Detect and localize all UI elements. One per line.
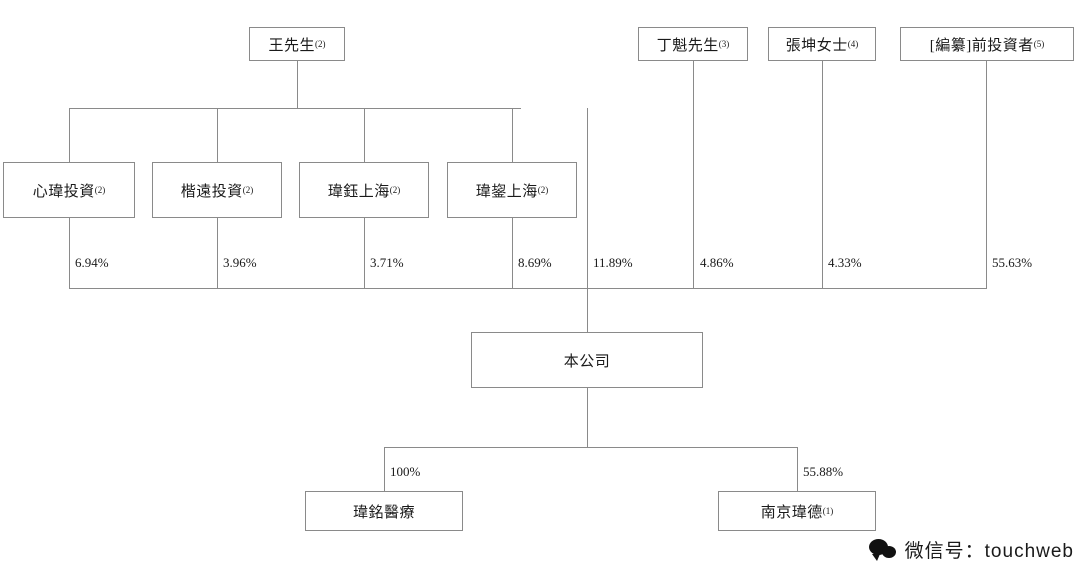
node-kaiyuan-label: 楷遠投資: [180, 183, 243, 200]
connector-bar-to-company: [587, 288, 588, 332]
node-dingkui-label: 丁魁先生: [656, 37, 719, 54]
node-wang-sup: (2): [315, 39, 326, 49]
connector-wang-to-xinwei: [69, 108, 70, 162]
stake-line-kaiyuan: [217, 218, 218, 288]
node-weiyu-sup: (2): [389, 185, 401, 195]
pct-xinwei: 6.94%: [75, 255, 109, 270]
pct-nanjing: 55.88%: [803, 464, 844, 479]
pct-weiming: 100%: [390, 464, 421, 479]
connector-to-weiming: [384, 447, 385, 491]
node-xinwei: 心瑋投資(2): [3, 162, 135, 218]
stake-line-wang: [587, 108, 588, 288]
connector-wang-to-kaiyuan: [217, 108, 218, 162]
connector-wang-down: [297, 61, 298, 108]
node-kaiyuan-sup: (2): [242, 185, 254, 195]
node-dingkui-sup: (3): [718, 39, 730, 49]
stake-line-weili: [512, 218, 513, 288]
node-zhangkun-sup: (4): [847, 39, 859, 49]
stake-line-zhangkun: [822, 61, 823, 288]
stake-line-weiyu: [364, 218, 365, 288]
node-xinwei-label: 心瑋投資: [32, 183, 95, 200]
node-weiming-label: 瑋銘醫療: [352, 504, 415, 521]
node-zhangkun: 張坤女士(4): [768, 27, 876, 61]
connector-wang-bar: [69, 108, 521, 109]
wechat-bubble-icon: [868, 537, 899, 563]
connector-to-nanjing: [797, 447, 798, 491]
node-company-label: 本公司: [563, 353, 611, 370]
node-wang-label: 王先生: [268, 37, 315, 54]
node-pre-investor: [編纂]前投資者(5): [900, 27, 1074, 61]
pct-weiyu: 3.71%: [370, 255, 404, 270]
node-xinwei-sup: (2): [94, 185, 106, 195]
pct-pre-investor: 55.63%: [992, 255, 1033, 270]
node-weiming: 瑋銘醫療: [305, 491, 463, 531]
node-wang: 王先生(2): [249, 27, 345, 61]
watermark: 微信号：touchweb: [868, 536, 1074, 563]
node-weiyu-label: 瑋鈺上海: [327, 183, 390, 200]
node-nanjing-label: 南京瑋德: [760, 504, 823, 521]
node-nanjing-sup: (1): [822, 506, 834, 516]
node-pre-investor-sup: (5): [1033, 39, 1045, 49]
node-pre-investor-label: [編纂]前投資者: [929, 37, 1034, 54]
stake-line-xinwei: [69, 218, 70, 288]
aggregation-bar: [69, 288, 987, 289]
watermark-text: 微信号：touchweb: [904, 541, 1074, 562]
pct-zhangkun: 4.33%: [828, 255, 862, 270]
node-nanjing: 南京瑋德(1): [718, 491, 876, 531]
connector-wang-to-weiyu: [364, 108, 365, 162]
subsidiary-bar: [384, 447, 797, 448]
node-weiyu: 瑋鈺上海(2): [299, 162, 429, 218]
pct-kaiyuan: 3.96%: [223, 255, 257, 270]
stake-line-pre-investor: [986, 61, 987, 288]
node-weili-sup: (2): [537, 185, 549, 195]
pct-weili: 8.69%: [518, 255, 552, 270]
node-dingkui: 丁魁先生(3): [638, 27, 748, 61]
pct-dingkui: 4.86%: [700, 255, 734, 270]
node-kaiyuan: 楷遠投資(2): [152, 162, 282, 218]
node-weili: 瑋鋆上海(2): [447, 162, 577, 218]
node-weili-label: 瑋鋆上海: [475, 183, 538, 200]
node-zhangkun-label: 張坤女士: [785, 37, 848, 54]
connector-company-down: [587, 388, 588, 447]
pct-wang: 11.89%: [593, 255, 633, 270]
stake-line-dingkui: [693, 61, 694, 288]
node-company: 本公司: [471, 332, 703, 388]
connector-wang-to-weili: [512, 108, 513, 162]
